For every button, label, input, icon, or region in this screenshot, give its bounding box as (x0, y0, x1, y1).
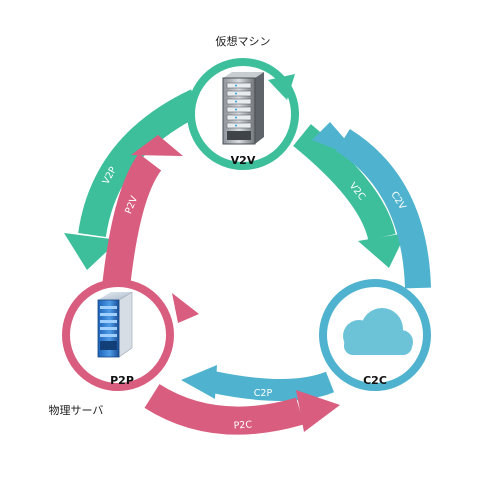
node-vm-caption: 仮想マシン (216, 34, 271, 48)
node-physical-label: P2P (110, 374, 134, 387)
node-vm-label: V2V (231, 154, 256, 167)
node-vm: V2V (187, 58, 299, 170)
node-vm-arrowhead (268, 74, 295, 100)
arrow-p2c (144, 384, 340, 435)
arrow-v2p (64, 89, 204, 270)
node-cloud-label: C2C (363, 374, 387, 387)
arrow-c2v (312, 122, 431, 289)
blue-server-icon (97, 291, 133, 358)
server-rack-icon (222, 72, 264, 145)
arrow-v2c (293, 124, 406, 268)
node-physical-arrowhead (172, 293, 199, 323)
arrow-p2v (101, 135, 183, 299)
node-physical-caption: 物理サーバ (49, 403, 104, 417)
arrow-c2p (181, 365, 335, 401)
arrow-p2c-label: P2C (233, 419, 252, 431)
arrow-c2p-label: C2P (254, 388, 273, 399)
node-physical: P2P (62, 279, 199, 391)
node-cloud: C2C (319, 279, 431, 391)
cloud-icon (343, 308, 413, 355)
